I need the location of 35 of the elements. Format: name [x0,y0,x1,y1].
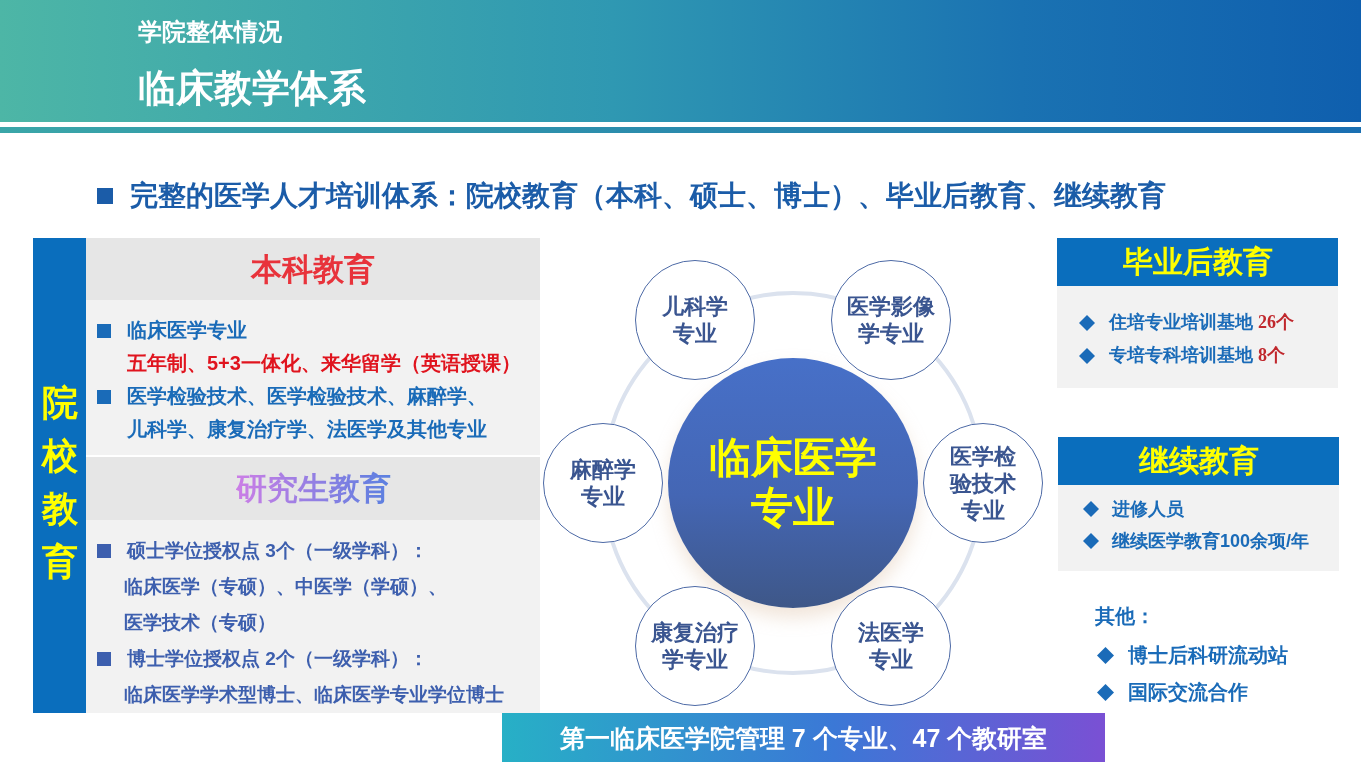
hub-title: 临床医学专业 [708,433,878,533]
subtitle: 完整的医学人才培训体系：院校教育（本科、硕士、博士）、毕业后教育、继续教育 [130,179,1166,213]
info-panel [1057,238,1338,388]
info-panel [1058,437,1339,571]
category-banner [33,238,86,713]
list-item: 继续医学教育100余项/年 [1112,530,1310,553]
specialty-name: 麻醉学专业 [569,456,637,510]
specialty-name: 医学影像学专业 [845,293,936,348]
info-panel [86,238,540,455]
category-title: 院校教育 [40,380,79,584]
list-item: 住培专业培训基地 26个 [1109,311,1294,334]
list-item: 国际交流合作 [1128,680,1248,705]
info-panel [86,457,540,713]
list-item: 进修人员 [1112,498,1184,521]
specialty-name: 儿科学专业 [661,293,730,348]
section-heading: 本科教育 [251,250,375,289]
specialty-name: 康复治疗学专业 [650,618,741,673]
summary-text: 第一临床医学院管理 7 个专业、47 个教研室 [559,722,1048,754]
list-item: 临床医学（专硕）、中医学（学硕）、医学技术（专硕） [124,575,448,635]
summary-banner [502,713,1105,762]
section-label: 学院整体情况 [138,17,282,47]
list-item: 博士后科研流动站 [1128,643,1288,668]
list-item: 博士学位授权点 2个（一级学科）： [127,647,428,671]
highlight-text: 五年制、5+3一体化、来华留学（英语授课） [127,351,522,376]
list-item: 专培专科培训基地 8个 [1109,344,1285,367]
section-heading: 毕业后教育 [1122,244,1273,280]
specialty-name: 医学检验技术专业 [949,442,1017,524]
note-heading: 其他： [1095,604,1155,629]
list-item: 医学检验技术、医学检验技术、麻醉学、儿科学、康复治疗学、法医学及其他专业 [127,384,488,442]
page-title: 临床教学体系 [138,66,366,111]
section-heading: 继续教育 [1138,443,1259,479]
specialty-name: 法医学专业 [856,618,925,673]
list-item: 临床医学学术型博士、临床医学专业学位博士 [124,683,505,707]
list-item: 临床医学专业 [127,318,247,343]
list-item: 硕士学位授权点 3个（一级学科）： [127,539,428,563]
